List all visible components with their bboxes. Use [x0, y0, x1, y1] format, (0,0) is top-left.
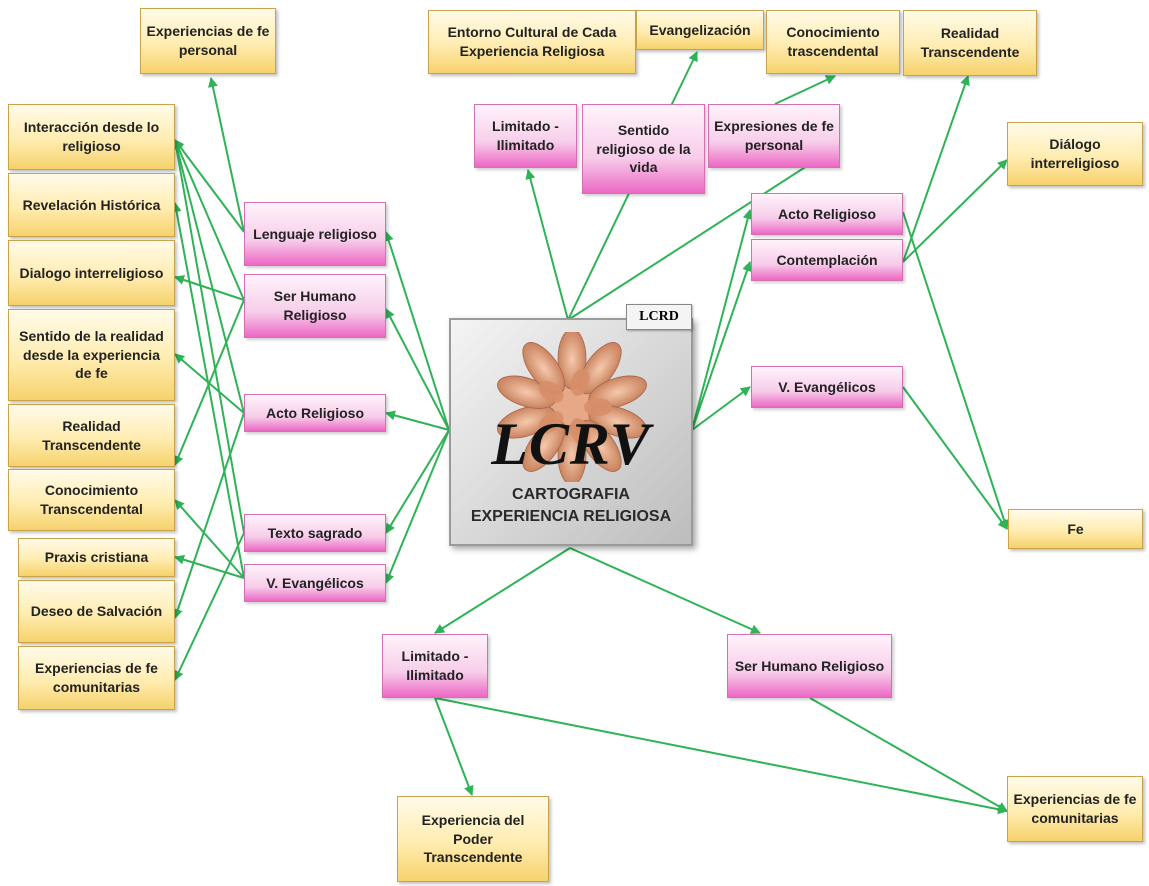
node-sentido-realidad: Sentido de la realidad desde la experien…	[8, 309, 175, 401]
connector-arrow-8	[173, 139, 245, 301]
connector-arrow-6	[174, 139, 245, 233]
node-fe: Fe	[1008, 509, 1143, 549]
connector-arrow-25	[691, 386, 751, 431]
node-realidad-transcendente-left: Realidad Transcendente	[8, 404, 175, 467]
connector-arrow-14	[171, 139, 245, 534]
center-title: CARTOGRAFIA EXPERIENCIA RELIGIOSA	[451, 484, 691, 529]
connector-arrow-19	[525, 169, 569, 321]
center-logo-text: LCRV	[491, 411, 651, 477]
connector-arrow-27	[902, 159, 1008, 263]
node-conocimiento-trascendental-top: Conocimiento trascendental	[766, 10, 900, 74]
node-experiencias-comunitarias-right: Experiencias de fe comunitarias	[1007, 776, 1143, 842]
connector-arrow-7	[207, 77, 245, 233]
node-limitado-ilimitado-top: Limitado - Ilimitado	[474, 104, 577, 168]
connector-arrow-17	[174, 499, 245, 579]
connector-arrow-10	[173, 299, 245, 466]
node-experiencias-fe-personal-top: Experiencias de fe personal	[140, 8, 276, 74]
connector-arrow-15	[174, 532, 245, 681]
node-conocimiento-transcendental-left: Conocimiento Transcendental	[8, 469, 175, 531]
node-revelacion-historica: Revelación Histórica	[8, 173, 175, 237]
connector-arrow-11	[172, 139, 245, 414]
hands-circle-photo	[497, 332, 647, 482]
node-sentido-religioso-vida: Sentido religioso de la vida	[582, 104, 705, 194]
connector-arrow-12	[174, 353, 245, 414]
connector-arrow-28	[902, 211, 1009, 530]
node-ser-humano-bottom: Ser Humano Religioso	[727, 634, 892, 698]
connector-arrow-31	[569, 547, 761, 634]
connector-arrow-23	[691, 209, 753, 431]
connector-arrow-24	[691, 261, 752, 431]
connector-arrow-34	[809, 697, 1008, 812]
node-realidad-transcendente-top: Realidad Transcendente	[903, 10, 1037, 76]
center-title-line1: CARTOGRAFIA	[512, 486, 630, 503]
center-title-line2: EXPERIENCIA RELIGIOSA	[470, 508, 672, 526]
connector-arrow-1	[383, 231, 450, 431]
node-acto-religioso-right: Acto Religioso	[751, 193, 903, 235]
node-interaccion-religioso: Interacción desde lo religioso	[8, 104, 175, 170]
lcrd-tag: LCRD	[626, 304, 692, 330]
node-acto-religioso-left: Acto Religioso	[244, 394, 386, 432]
connector-arrow-22	[774, 75, 836, 105]
node-experiencia-poder-transcendente: Experiencia del Poder Transcendente	[397, 796, 549, 882]
node-entorno-cultural: Entorno Cultural de Cada Experiencia Rel…	[428, 10, 636, 74]
node-contemplacion: Contemplación	[751, 239, 903, 281]
node-v-evangelicos-left: V. Evangélicos	[244, 564, 386, 602]
node-texto-sagrado: Texto sagrado	[244, 514, 386, 552]
node-praxis-cristiana: Praxis cristiana	[18, 538, 175, 577]
node-expresiones-fe-personal: Expresiones de fe personal	[708, 104, 840, 168]
connector-arrow-3	[385, 410, 450, 431]
node-ser-humano-left: Ser Humano Religioso	[244, 274, 386, 338]
connector-arrow-9	[174, 275, 245, 301]
connector-arrow-16	[171, 202, 245, 579]
node-deseo-salvacion: Deseo de Salvación	[18, 580, 175, 643]
node-experiencias-comunitarias-left: Experiencias de fe comunitarias	[18, 646, 175, 710]
connector-arrow-32	[434, 697, 474, 796]
connector-arrow-13	[173, 412, 245, 619]
node-dialogo-interreligioso-right: Diálogo interreligioso	[1007, 122, 1143, 186]
node-dialogo-interreligioso-left: Dialogo interreligioso	[8, 240, 175, 306]
node-limitado-ilimitado-bottom: Limitado - Ilimitado	[382, 634, 488, 698]
center-logo-card: LCRV CARTOGRAFIA EXPERIENCIA RELIGIOSA	[449, 318, 693, 546]
connector-arrow-30	[434, 547, 571, 634]
node-lenguaje-religioso: Lenguaje religioso	[244, 202, 386, 266]
connector-arrow-4	[385, 429, 450, 534]
connector-arrow-5	[384, 429, 450, 584]
node-evangelizacion: Evangelización	[636, 10, 764, 50]
connector-arrow-2	[385, 308, 450, 431]
connector-arrow-18	[174, 554, 245, 579]
node-v-evangelicos-right: V. Evangélicos	[751, 366, 903, 408]
connector-arrow-29	[902, 386, 1008, 530]
connector-arrow-33	[434, 697, 1008, 815]
connector-arrow-26	[902, 75, 970, 263]
